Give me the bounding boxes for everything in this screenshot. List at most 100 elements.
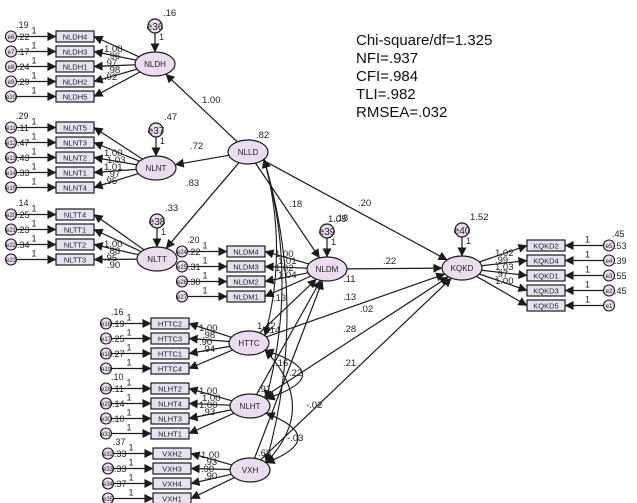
fixed-weight-label: 1 [203, 241, 208, 251]
path-estimate: .28 [343, 324, 356, 335]
disturbance-e37 [148, 122, 164, 138]
error-variance-label: .19 [112, 319, 125, 329]
disturbance-label: e40 [454, 226, 471, 237]
loading-estimate: 1.00 [104, 44, 123, 55]
indicator-label: HTTC4 [158, 365, 182, 374]
loading-estimate: 1.01 [104, 162, 123, 173]
indicator-nltt2 [55, 238, 95, 251]
error-term-label: e23 [6, 258, 17, 264]
latent-label: KQKD [451, 264, 474, 273]
error-variance-label: .39 [614, 256, 627, 266]
fixed-weight-label: 1 [203, 271, 208, 281]
factor-variance-label: 1.42 [257, 321, 276, 332]
covariance-estimate: -.03 [287, 433, 303, 444]
path-estimate: .72 [190, 141, 203, 152]
fixed-weight-label: 1 [127, 313, 132, 323]
fixed-weight-label: 1 [32, 56, 37, 66]
error-term-e7 [4, 45, 18, 58]
error-term-e22 [4, 238, 18, 251]
path-estimate: .18 [289, 199, 302, 210]
covariance-estimate: .11 [343, 274, 356, 285]
loading-estimate: 1.03 [107, 155, 126, 166]
latent-nlnt [135, 155, 177, 181]
loading-estimate: .90 [107, 260, 120, 271]
path-nlld-kqkd [262, 159, 448, 261]
fixed-weight-label: 1 [203, 286, 208, 296]
error-term-e29 [99, 397, 113, 410]
fixed-weight-label: 1 [129, 443, 134, 453]
fixed-weight-label: 1 [331, 237, 336, 247]
fixed-weight-label: 1 [127, 408, 132, 418]
disturbance-label: e39 [319, 227, 336, 238]
error-term-label: e19 [101, 367, 112, 373]
error-variance-label: .53 [614, 241, 627, 251]
path-nlld-nldh [165, 73, 238, 143]
loading-estimate: .92 [104, 72, 117, 83]
path-nlht-kqkd [263, 276, 449, 398]
indicator-label: KQKD3 [533, 287, 558, 296]
error-term-e18 [99, 347, 113, 360]
disturbance-variance-label: .47 [164, 112, 177, 123]
error-term-label: e32 [103, 452, 114, 458]
nodes-layer: NLDH4e6NLDH3e7NLDH1e8NLDH2e9NLDH5e10NLNT… [4, 18, 616, 503]
loading-estimate: 1.00 [201, 450, 220, 461]
error-term-label: e3 [606, 274, 613, 280]
indicator-label: KQKD2 [533, 242, 558, 251]
indicator-kqkd3 [526, 284, 566, 297]
indicator-httc2 [150, 317, 190, 330]
loading-estimate: 1.00 [104, 239, 123, 250]
error-variance-label: .24 [17, 62, 30, 72]
edges-layer [16, 32, 604, 503]
error-variance-label: .22 [17, 32, 30, 42]
path-httc-kqkd [266, 272, 446, 338]
loading-path [188, 334, 230, 344]
loading-estimate: 1.02 [275, 263, 294, 274]
indicator-label: NLNT1 [63, 169, 87, 178]
indicator-nlnt2 [55, 151, 95, 164]
indicator-nlnt1 [55, 166, 95, 179]
path-nlld-nldm [255, 162, 320, 259]
factor-variance-label: .68 [258, 448, 271, 459]
error-term-e20 [4, 208, 18, 221]
error-term-e2 [602, 284, 616, 297]
indicator-label: HTTC2 [158, 320, 182, 329]
loading-path [188, 412, 235, 435]
fit-chi-square-df: Chi-square/df=1.325 [356, 32, 493, 49]
loading-path [190, 473, 232, 486]
indicator-nldh2 [55, 75, 95, 88]
indicator-label: KQKD4 [533, 257, 558, 266]
error-term-e12 [4, 136, 18, 149]
loading-estimate: .95 [104, 176, 117, 187]
indicator-vxh1 [152, 492, 192, 503]
loading-path [188, 409, 232, 422]
indicator-nldh3 [55, 45, 95, 58]
error-term-label: e20 [6, 213, 17, 219]
error-term-label: e15 [6, 186, 17, 192]
indicator-nldm3 [226, 260, 266, 273]
top-variance-label: .10 [111, 372, 124, 382]
indicator-label: NLNT2 [63, 154, 87, 163]
error-variance-label: .43 [17, 153, 30, 163]
disturbance-e39 [319, 223, 335, 239]
error-variance-label: .33 [114, 449, 127, 459]
path-nlld-nltt [165, 162, 240, 249]
loading-path [93, 141, 140, 162]
indicator-nltt4 [55, 208, 95, 221]
indicator-label: NLTT1 [64, 226, 86, 235]
latent-nlht [229, 393, 271, 419]
error-term-label: e10 [6, 95, 17, 101]
indicator-label: NLHT1 [158, 430, 182, 439]
loading-estimate: .97 [107, 169, 120, 180]
indicator-nltt3 [55, 253, 95, 266]
covariance-nlld-httc [261, 158, 278, 337]
loading-path [190, 451, 233, 466]
error-term-label: e11 [6, 126, 16, 132]
error-term-label: e12 [6, 141, 17, 147]
path-estimate: .02 [360, 304, 373, 315]
latent-label: HTTC [238, 339, 260, 348]
error-term-label: e9 [8, 80, 15, 86]
loading-estimate: 1.00 [495, 276, 514, 287]
indicator-label: VXH2 [162, 450, 182, 459]
disturbance-variance-label: .18 [335, 213, 348, 224]
